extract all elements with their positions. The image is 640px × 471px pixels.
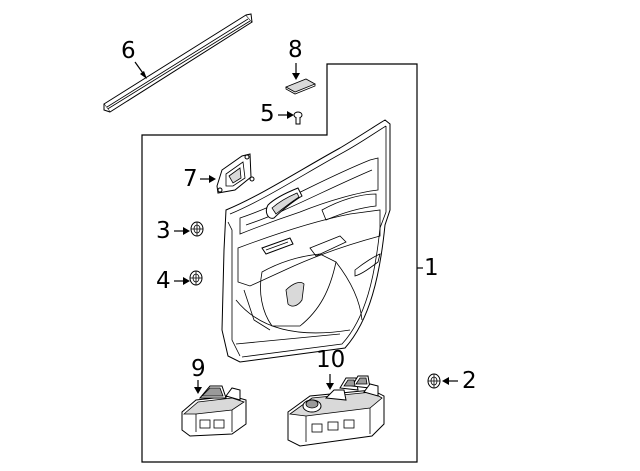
callout-5: 5	[260, 101, 275, 127]
callout-9: 9	[191, 356, 206, 382]
arrow-4	[183, 277, 190, 285]
pad-part-8	[285, 78, 316, 95]
arrow-10	[326, 383, 334, 390]
callout-2: 2	[462, 368, 477, 394]
callout-7: 7	[183, 166, 198, 192]
door-trim-panel-part-1	[221, 119, 391, 363]
master-switch-part-10	[287, 375, 385, 447]
callout-10: 10	[316, 347, 346, 373]
clip-part-2	[427, 373, 441, 389]
callout-6: 6	[121, 38, 136, 64]
arrow-3	[183, 227, 190, 235]
arrow-9	[194, 387, 202, 394]
callout-4: 4	[156, 268, 171, 294]
callout-8: 8	[288, 37, 303, 63]
callout-1: 1	[424, 255, 439, 281]
arrow-6	[140, 71, 147, 79]
assembly-boundary	[141, 63, 418, 463]
bracket-part-7	[216, 153, 255, 194]
callout-3: 3	[156, 218, 171, 244]
screw-part-5	[293, 111, 303, 125]
arrow-2	[442, 377, 449, 385]
belt-molding-part-6	[103, 13, 253, 113]
arrow-5	[287, 111, 294, 119]
clip-part-3	[190, 221, 204, 237]
arrow-8	[292, 73, 300, 80]
arrow-7	[209, 175, 216, 183]
clip-part-4	[189, 270, 203, 286]
window-switch-part-9	[181, 385, 247, 437]
